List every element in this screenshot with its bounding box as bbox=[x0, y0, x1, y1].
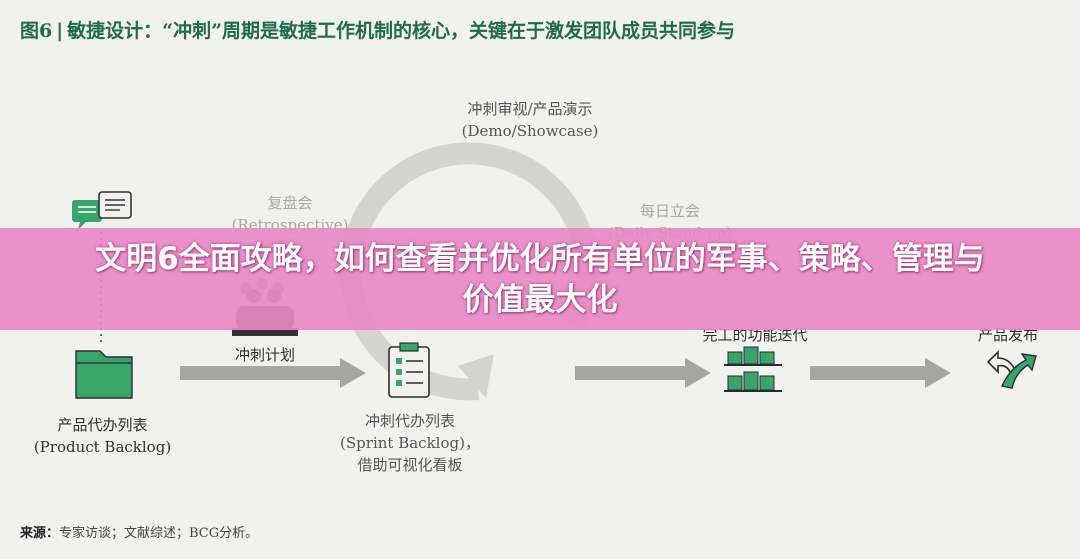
arrow-sprint-to-iteration bbox=[575, 358, 711, 388]
chat-bubbles-icon bbox=[72, 191, 132, 230]
product-backlog-en: (Product Backlog) bbox=[33, 438, 172, 456]
demo-label: 冲刺审视/产品演示 (Demo/Showcase) bbox=[420, 98, 640, 142]
sprint-backlog-zh: 冲刺代办列表 bbox=[364, 412, 455, 430]
arrow-backlog-to-plan bbox=[180, 358, 366, 388]
headline-line-2: 价值最大化 bbox=[462, 282, 618, 318]
release-arrow-icon bbox=[986, 350, 1037, 389]
headline-text[interactable]: 文明6全面攻略，如何查看并优化所有单位的军事、策略、管理与 价值最大化 bbox=[30, 239, 1050, 321]
headline-banner bbox=[0, 228, 1080, 330]
iteration-label: 完工的功能迭代 bbox=[702, 326, 808, 344]
figure-title: 图6|敏捷设计：“冲刺”周期是敏捷工作机制的核心，关键在于激发团队成员共同参与 bbox=[20, 20, 736, 42]
figure-title-text: 敏捷设计：“冲刺”周期是敏捷工作机制的核心，关键在于激发团队成员共同参与 bbox=[67, 20, 736, 42]
demo-label-en: (Demo/Showcase) bbox=[461, 122, 599, 140]
source-note: 来源：专家访谈；文献综述；BCG分析。 bbox=[20, 522, 258, 541]
figure-number: 图6 bbox=[20, 20, 53, 42]
standup-label-zh: 每日立会 bbox=[639, 202, 700, 220]
headline-line-1: 文明6全面攻略，如何查看并优化所有单位的军事、策略、管理与 bbox=[95, 241, 985, 277]
clipboard-icon bbox=[388, 342, 430, 398]
product-backlog-label: 产品代办列表 (Product Backlog) bbox=[10, 414, 195, 458]
arrow-iteration-to-release bbox=[810, 358, 951, 388]
retro-label-zh: 复盘会 bbox=[267, 194, 313, 212]
sprint-backlog-en: (Sprint Backlog)， bbox=[340, 434, 480, 452]
source-label: 来源： bbox=[20, 526, 60, 541]
sprint-backlog-label: 冲刺代办列表 (Sprint Backlog)， 借助可视化看板 bbox=[315, 410, 505, 476]
cycle-arrowhead bbox=[458, 354, 494, 398]
demo-label-zh: 冲刺审视/产品演示 bbox=[467, 100, 593, 118]
source-text: 专家访谈；文献综述；BCG分析。 bbox=[59, 526, 259, 541]
sprint-backlog-zh2: 借助可视化看板 bbox=[357, 456, 463, 474]
sprint-plan-label: 冲刺计划 bbox=[234, 346, 295, 364]
stacked-boxes-icon bbox=[724, 346, 782, 392]
folder-icon bbox=[75, 350, 133, 399]
product-backlog-zh: 产品代办列表 bbox=[57, 416, 148, 434]
release-label: 产品发布 bbox=[977, 326, 1038, 344]
